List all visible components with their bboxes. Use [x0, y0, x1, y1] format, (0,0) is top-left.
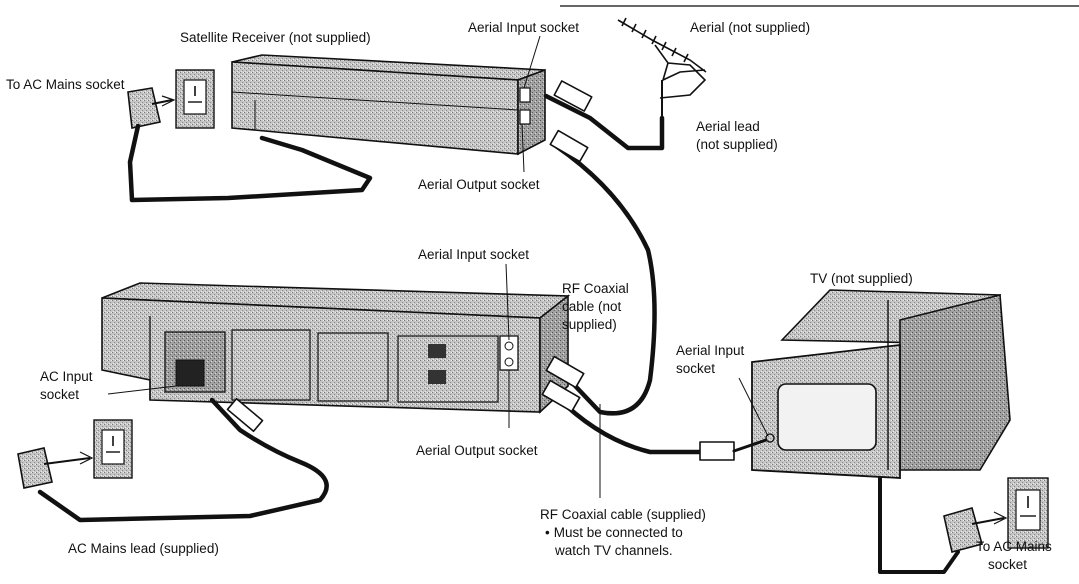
label-aerial-input-vcr: Aerial Input socket — [418, 247, 530, 262]
leader-lines — [107, 35, 769, 498]
aerial-antenna — [617, 17, 707, 118]
label-aerial-output-vcr: Aerial Output socket — [416, 443, 538, 458]
label-rf-coaxial-line3: supplied) — [562, 317, 617, 332]
label-to-ac-mains-top: To AC Mains socket — [6, 77, 125, 92]
wall-socket-top — [175, 69, 215, 129]
wall-socket-right — [1007, 477, 1049, 549]
wall-socket-left — [93, 419, 133, 479]
label-to-ac-mains-bottom-line2: socket — [988, 557, 1028, 572]
label-tv-aerial-input-line1: Aerial Input — [676, 343, 745, 358]
cables — [37, 80, 960, 574]
label-ac-input-line2: socket — [40, 387, 80, 402]
television — [751, 289, 1011, 479]
video-recorder — [101, 282, 571, 414]
label-rf-coaxial-line2: cable (not — [562, 299, 622, 314]
label-to-ac-mains-bottom-line1: To AC Mains — [976, 539, 1052, 554]
label-aerial-lead-line1: Aerial lead — [696, 119, 760, 134]
label-aerial-lead-line2: (not supplied) — [696, 137, 778, 152]
ac-plug-left — [17, 447, 94, 489]
label-satellite-receiver: Satellite Receiver (not supplied) — [180, 30, 371, 45]
label-aerial-input-top: Aerial Input socket — [468, 20, 580, 35]
label-rf-coaxial-supplied: RF Coaxial cable (supplied) — [540, 507, 706, 522]
label-ac-input-line1: AC Input — [40, 369, 93, 384]
label-rf-coaxial-line1: RF Coaxial — [562, 281, 629, 296]
label-aerial-output-top: Aerial Output socket — [418, 177, 540, 192]
label-rf-note-line2: watch TV channels. — [555, 543, 673, 558]
label-rf-note-line1: Must be connected to — [545, 524, 683, 541]
label-aerial: Aerial (not supplied) — [690, 20, 811, 35]
label-tv: TV (not supplied) — [810, 271, 913, 286]
label-ac-mains-lead: AC Mains lead (supplied) — [68, 541, 219, 556]
label-tv-aerial-input-line2: socket — [676, 361, 716, 376]
ac-plug-right — [943, 507, 1008, 553]
satellite-receiver — [231, 54, 546, 156]
ac-plug-top — [127, 87, 176, 129]
